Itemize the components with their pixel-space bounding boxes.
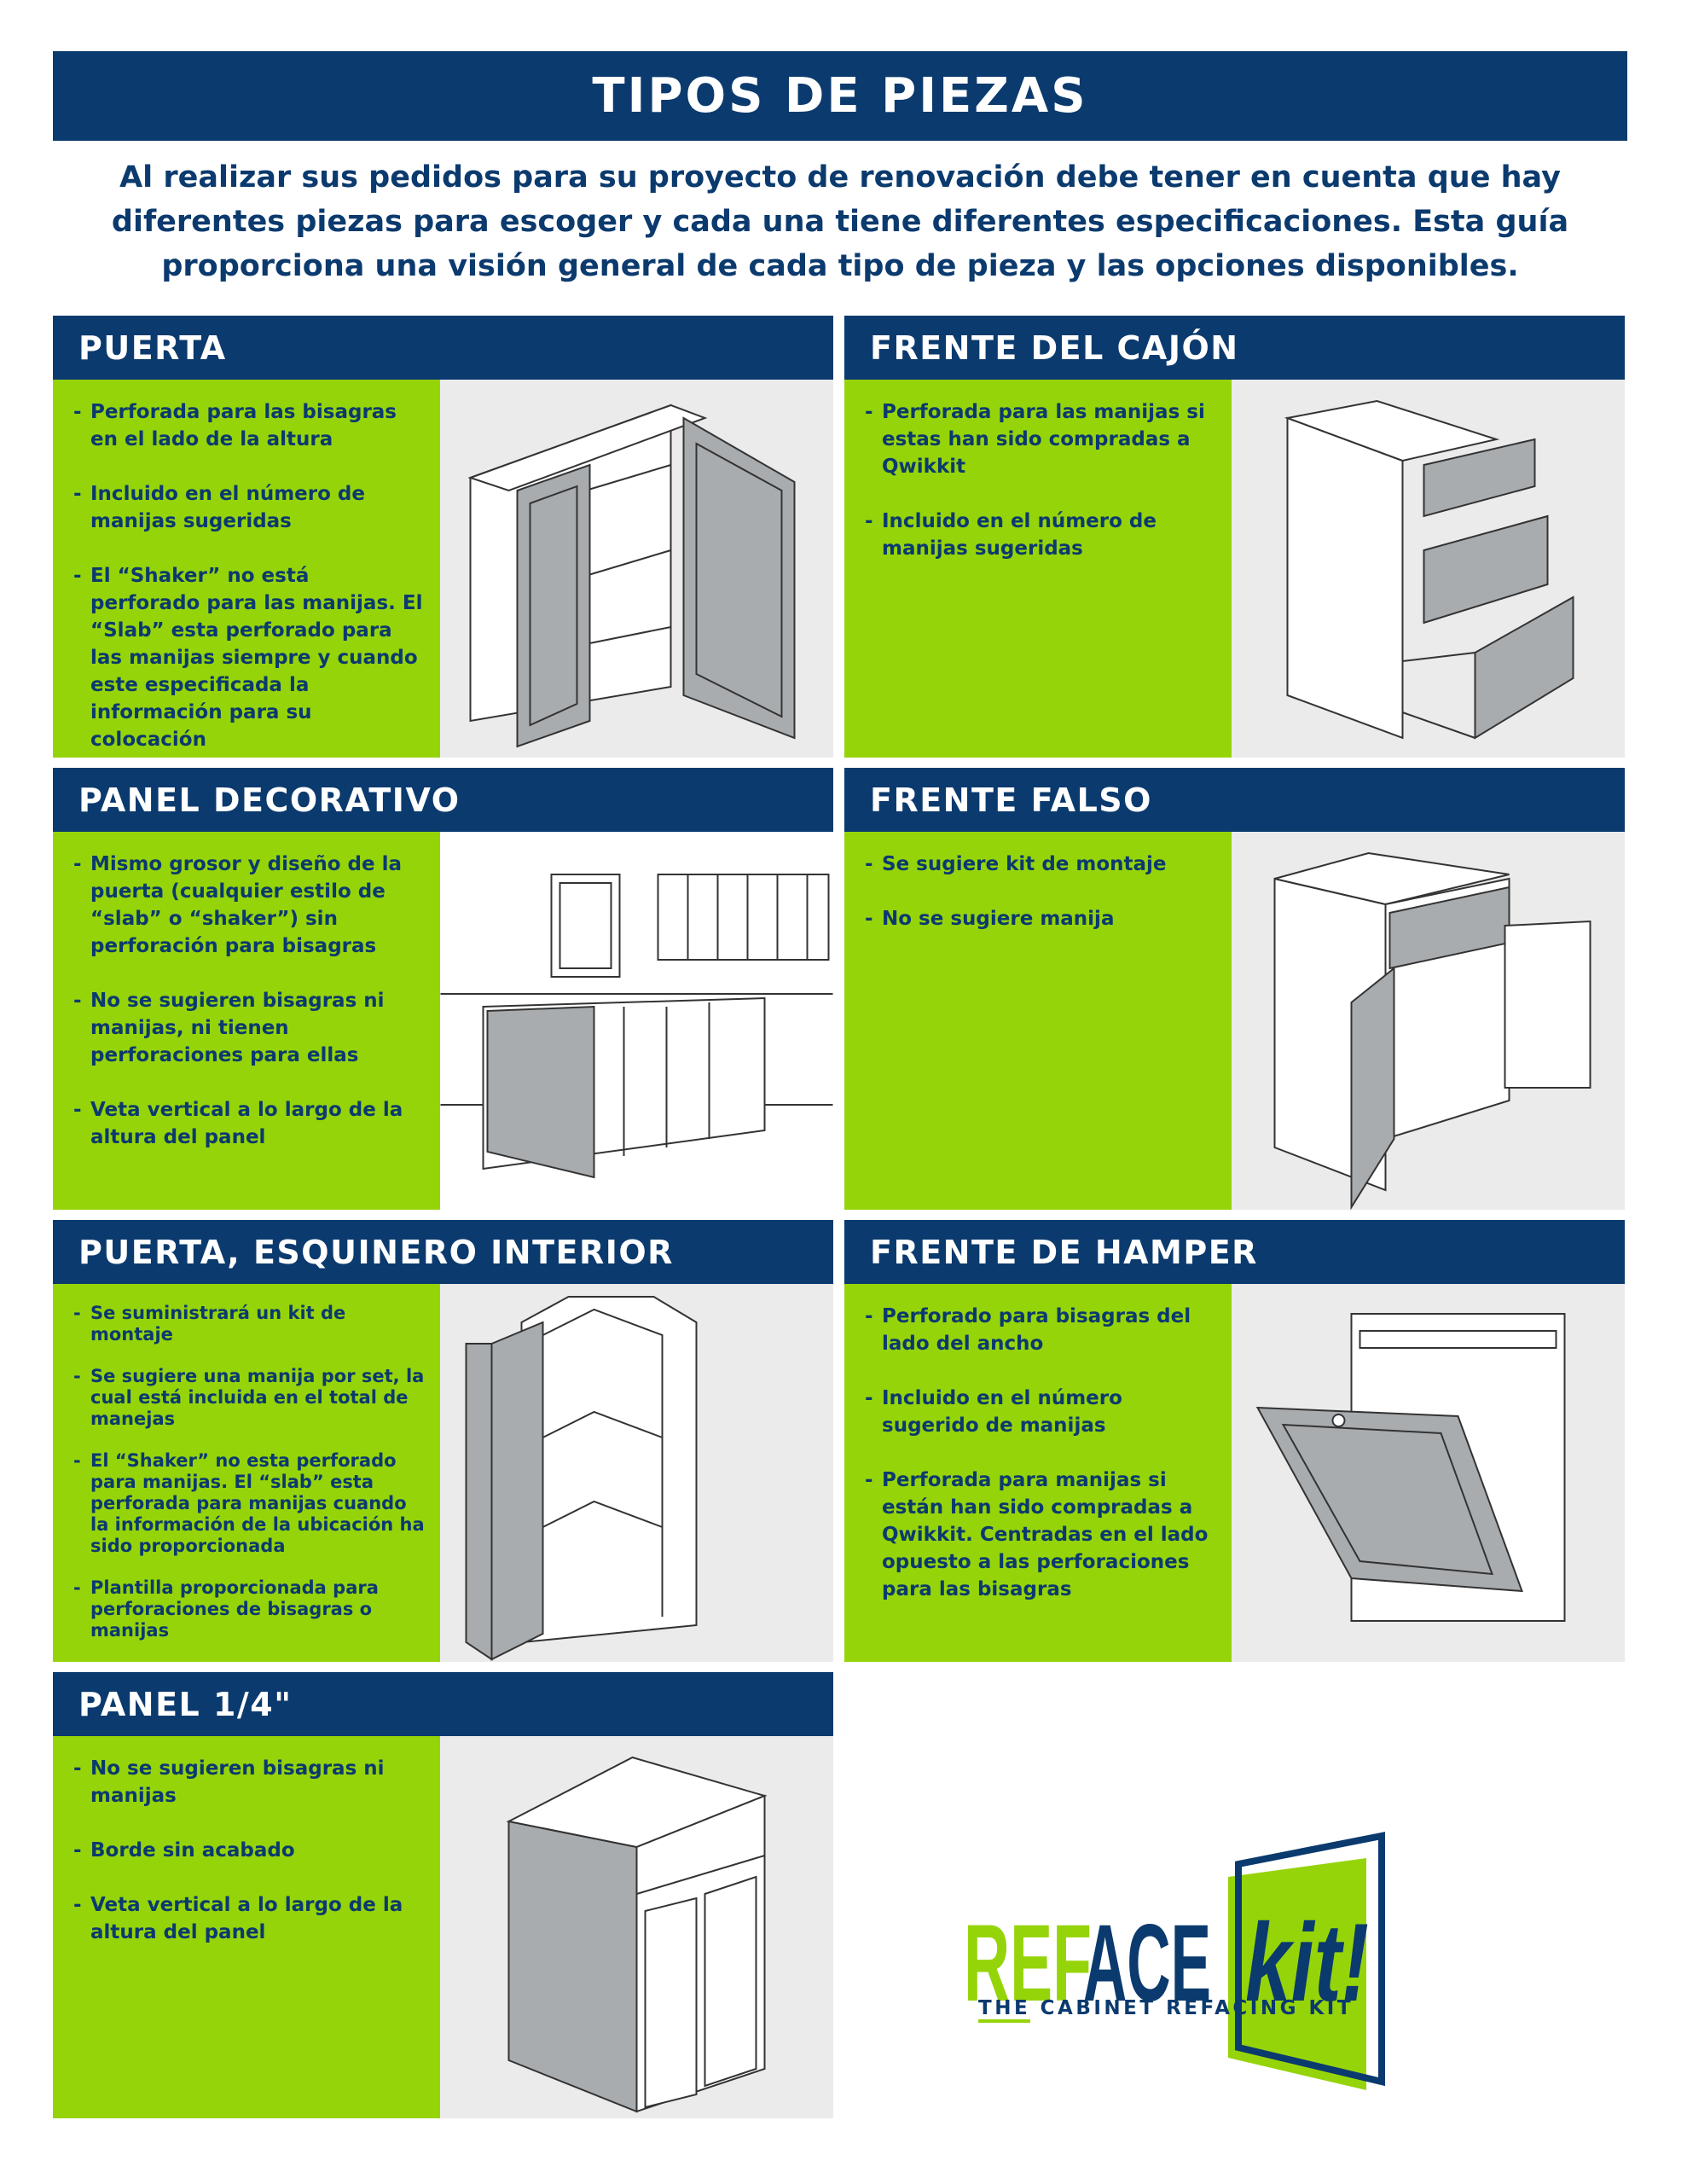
bullet: Incluido en el número sugerido de manija… xyxy=(865,1385,1216,1439)
bullet: Se sugiere kit de montaje xyxy=(865,851,1216,878)
bullet: Perforada para las bisagras en el lado d… xyxy=(73,398,425,453)
bullet: El “Shaker” no esta perforado para manij… xyxy=(73,1450,425,1557)
bullet: Plantilla proporcionada para perforacion… xyxy=(73,1577,425,1641)
panel-title: FRENTE DE HAMPER xyxy=(844,1220,1625,1284)
bullet: Veta vertical a lo largo de la altura de… xyxy=(73,1891,425,1946)
panel-title: PUERTA, ESQUINERO INTERIOR xyxy=(53,1220,833,1284)
bullet: No se sugieren bisagras ni manijas xyxy=(73,1755,425,1809)
wall-cabinet-illustration xyxy=(440,380,833,758)
panel-panel-decorativo: PANEL DECORATIVO Mismo grosor y diseño d… xyxy=(53,768,833,1210)
bullet: Perforada para las manijas si estas han … xyxy=(865,398,1216,480)
bullet: Incluido en el número de manijas sugerid… xyxy=(73,480,425,535)
panel-panel-1-4: PANEL 1/4" No se sugieren bisagras ni ma… xyxy=(53,1672,833,2118)
bullet: El “Shaker” no está perforado para las m… xyxy=(73,562,425,753)
panel-frente-del-cajon: FRENTE DEL CAJÓN Perforada para las mani… xyxy=(844,316,1625,758)
tagline-rest: CABINET REFACING KIT xyxy=(1030,1997,1354,2019)
bullet: Se suministrará un kit de montaje xyxy=(73,1303,425,1345)
intro-text: Al realizar sus pedidos para su proyecto… xyxy=(111,160,1569,283)
svg-text:REF: REF xyxy=(964,1902,1092,2024)
bullet: No se sugiere manija xyxy=(865,905,1216,932)
panel-puerta-esquinero-interior: PUERTA, ESQUINERO INTERIOR Se suministra… xyxy=(53,1220,833,1662)
svg-text:kit!: kit! xyxy=(1245,1900,1369,2024)
svg-text:ACE: ACE xyxy=(1083,1902,1211,2024)
drawer-base-illustration xyxy=(1232,380,1625,758)
bullet: Borde sin acabado xyxy=(73,1837,425,1864)
logo-tagline: THE CABINET REFACING KIT xyxy=(978,1997,1354,2023)
corner-cabinet-illustration xyxy=(440,1284,833,1662)
bullet: Se sugiere una manija por set, la cual e… xyxy=(73,1366,425,1430)
bullet: Veta vertical a lo largo de la altura de… xyxy=(73,1096,425,1151)
panel-title: PUERTA xyxy=(53,316,833,380)
panel-frente-falso: FRENTE FALSO Se sugiere kit de montaje N… xyxy=(844,768,1625,1210)
bullet: Incluido en el número de manijas sugerid… xyxy=(865,508,1216,562)
panel-puerta: PUERTA Perforada para las bisagras en el… xyxy=(53,316,833,758)
refacekit-logo: REF ACE kit! xyxy=(947,1817,1586,2090)
tagline-the: THE xyxy=(978,1997,1031,2023)
bullet: Perforada para manijas si están han sido… xyxy=(865,1467,1216,1603)
panel-title: PANEL DECORATIVO xyxy=(53,768,833,832)
kitchen-island-illustration xyxy=(440,832,833,1210)
panel-title: FRENTE FALSO xyxy=(844,768,1625,832)
sink-base-illustration xyxy=(1232,832,1625,1210)
bullet: No se sugieren bisagras ni manijas, ni t… xyxy=(73,987,425,1069)
panel-title: PANEL 1/4" xyxy=(53,1672,833,1736)
bullet: Perforado para bisagras del lado del anc… xyxy=(865,1303,1216,1357)
hamper-cabinet-illustration xyxy=(1232,1284,1625,1662)
bullet: Mismo grosor y diseño de la puerta (cual… xyxy=(73,851,425,960)
panel-title: FRENTE DEL CAJÓN xyxy=(844,316,1625,380)
page-title: TIPOS DE PIEZAS xyxy=(53,51,1627,141)
base-cabinet-illustration xyxy=(440,1736,833,2118)
panel-frente-de-hamper: FRENTE DE HAMPER Perforado para bisagras… xyxy=(844,1220,1625,1662)
